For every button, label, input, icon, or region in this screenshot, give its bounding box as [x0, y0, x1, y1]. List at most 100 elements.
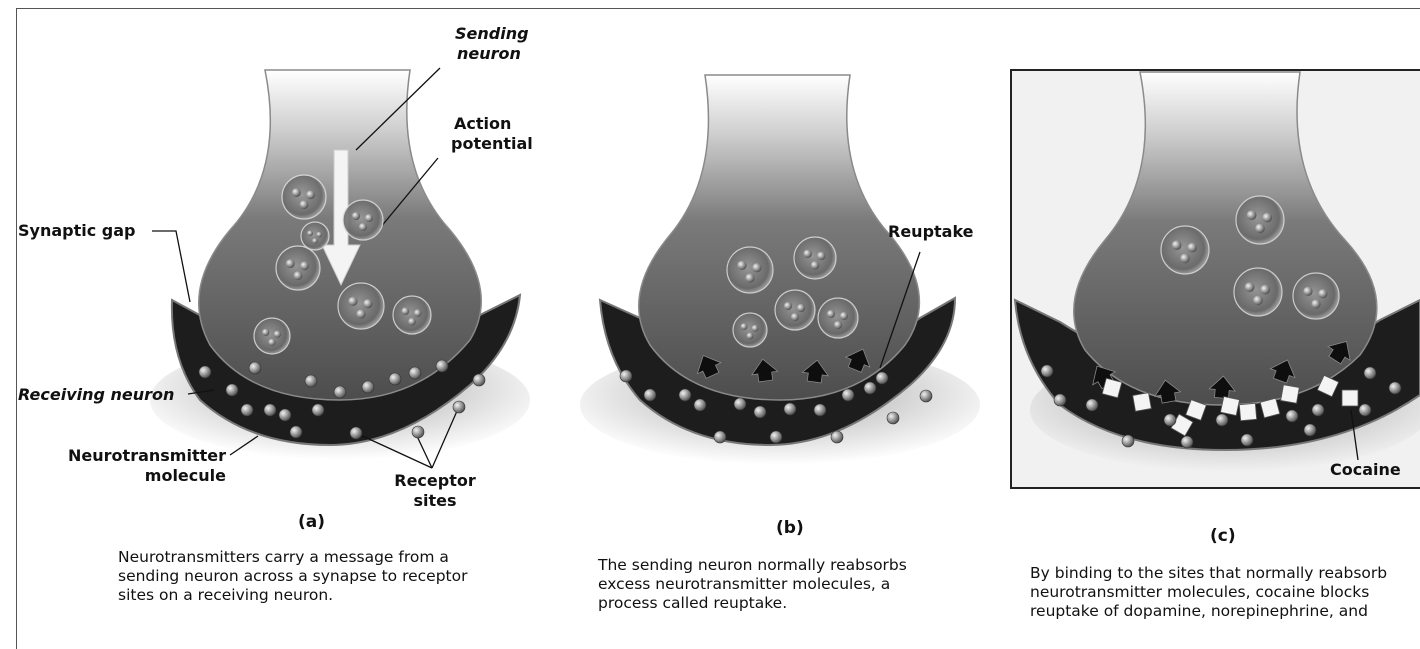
label-neurotransmitter-molecule: Neurotransmitter molecule — [36, 446, 226, 486]
neurotransmitter-molecule — [1241, 434, 1253, 446]
vesicle — [1234, 268, 1282, 316]
vesicle-molecule — [752, 263, 761, 272]
caption-a-line3: sites on a receiving neuron. — [118, 586, 468, 605]
neurotransmitter-molecule — [362, 381, 374, 393]
neurotransmitter-molecule — [249, 362, 261, 374]
neurotransmitter-molecule — [1389, 382, 1401, 394]
neurotransmitter-molecule — [305, 375, 317, 387]
neurotransmitter-molecule — [409, 367, 421, 379]
neurotransmitter-molecule — [241, 404, 253, 416]
caption-c: By binding to the sites that normally re… — [1030, 564, 1387, 621]
vesicle-molecule — [292, 188, 301, 197]
vesicle-molecule — [352, 212, 360, 220]
sending-neuron-b — [639, 75, 920, 400]
vesicle — [1236, 196, 1284, 244]
neurotransmitter-molecule — [1216, 414, 1228, 426]
panel-letter-b: (b) — [776, 518, 804, 538]
vesicle-molecule — [359, 223, 367, 231]
vesicle-molecule — [737, 261, 746, 270]
neurotransmitter-molecule — [453, 401, 465, 413]
neurotransmitter-molecule — [290, 426, 302, 438]
neurotransmitter-molecule — [279, 409, 291, 421]
vesicle-molecule — [747, 333, 754, 340]
caption-a-line1: Neurotransmitters carry a message from a — [118, 548, 468, 567]
synapse-illustration — [0, 0, 1420, 623]
vesicle-molecule — [356, 309, 365, 318]
neurotransmitter-molecule — [473, 374, 485, 386]
label-synaptic-gap: Synaptic gap — [18, 221, 135, 241]
vesicle — [254, 318, 290, 354]
caption-b-line3: process called reuptake. — [598, 594, 907, 613]
vesicle — [1161, 226, 1209, 274]
label-receptor-sites: Receptor sites — [385, 471, 485, 511]
neurotransmitter-molecule — [389, 373, 401, 385]
vesicle-molecule — [414, 309, 422, 317]
neurotransmitter-molecule — [312, 404, 324, 416]
caption-a: Neurotransmitters carry a message from a… — [118, 548, 468, 605]
vesicle-molecule — [274, 331, 281, 338]
vesicle-molecule — [1303, 287, 1312, 296]
panel-letter-c: (c) — [1210, 526, 1236, 546]
neurotransmitter-molecule — [264, 404, 276, 416]
vesicle-molecule — [1245, 282, 1255, 292]
vesicle — [794, 237, 836, 279]
panel-c-art — [1011, 70, 1420, 488]
vesicle-molecule — [300, 200, 309, 209]
neurotransmitter-molecule — [754, 406, 766, 418]
caption-c-line2: neurotransmitter molecules, cocaine bloc… — [1030, 583, 1387, 602]
neurotransmitter-molecule — [412, 426, 424, 438]
cocaine-molecule — [1239, 403, 1256, 420]
label-sending-neuron: Sending neuron — [455, 24, 529, 64]
cocaine-molecule — [1342, 390, 1358, 406]
caption-c-line3: reuptake of dopamine, norepinephrine, an… — [1030, 602, 1387, 621]
vesicle-molecule — [294, 271, 303, 280]
neurotransmitter-molecule — [1304, 424, 1316, 436]
vesicle-molecule — [827, 310, 835, 318]
vesicle-molecule — [1180, 254, 1190, 264]
neurotransmitter-molecule — [679, 389, 691, 401]
vesicle — [727, 247, 773, 293]
neurotransmitter-molecule — [620, 370, 632, 382]
neurotransmitter-molecule — [1286, 410, 1298, 422]
panel-letter-a: (a) — [298, 512, 325, 532]
neurotransmitter-molecule — [814, 404, 826, 416]
neurotransmitter-molecule — [920, 390, 932, 402]
vesicle-molecule — [1172, 240, 1182, 250]
neurotransmitter-molecule — [734, 398, 746, 410]
vesicle-molecule — [1247, 210, 1257, 220]
label-sending-neuron-line1: Sending — [455, 24, 529, 44]
vesicle-molecule — [817, 252, 825, 260]
neurotransmitter-molecule — [714, 431, 726, 443]
neurotransmitter-molecule — [199, 366, 211, 378]
neurotransmitter-molecule — [644, 389, 656, 401]
neurotransmitter-molecule — [876, 372, 888, 384]
neurotransmitter-molecule — [226, 384, 238, 396]
neurotransmitter-molecule — [831, 431, 843, 443]
vesicle — [343, 200, 383, 240]
caption-a-line2: sending neuron across a synapse to recep… — [118, 567, 468, 586]
vesicle-molecule — [1253, 296, 1263, 306]
neurotransmitter-molecule — [1312, 404, 1324, 416]
vesicle-molecule — [300, 261, 309, 270]
vesicle-molecule — [1311, 299, 1320, 308]
vesicle — [301, 222, 329, 250]
vesicle-molecule — [262, 329, 269, 336]
neurotransmitter-molecule — [864, 382, 876, 394]
vesicle-molecule — [307, 230, 313, 236]
vesicle-molecule — [268, 339, 275, 346]
label-cocaine: Cocaine — [1330, 460, 1401, 480]
vesicle — [1293, 273, 1339, 319]
cocaine-molecule — [1281, 385, 1300, 404]
neurotransmitter-molecule — [842, 389, 854, 401]
caption-c-line1: By binding to the sites that normally re… — [1030, 564, 1387, 583]
vesicle-molecule — [834, 321, 842, 329]
neurotransmitter-molecule — [350, 427, 362, 439]
vesicle-molecule — [286, 259, 295, 268]
vesicle-molecule — [745, 273, 754, 282]
neurotransmitter-molecule — [1086, 399, 1098, 411]
label-action-potential-line2: potential — [451, 134, 533, 154]
neurotransmitter-molecule — [784, 403, 796, 415]
cocaine-molecule — [1221, 397, 1240, 416]
vesicle-molecule — [1255, 224, 1265, 234]
vesicle — [733, 313, 767, 347]
